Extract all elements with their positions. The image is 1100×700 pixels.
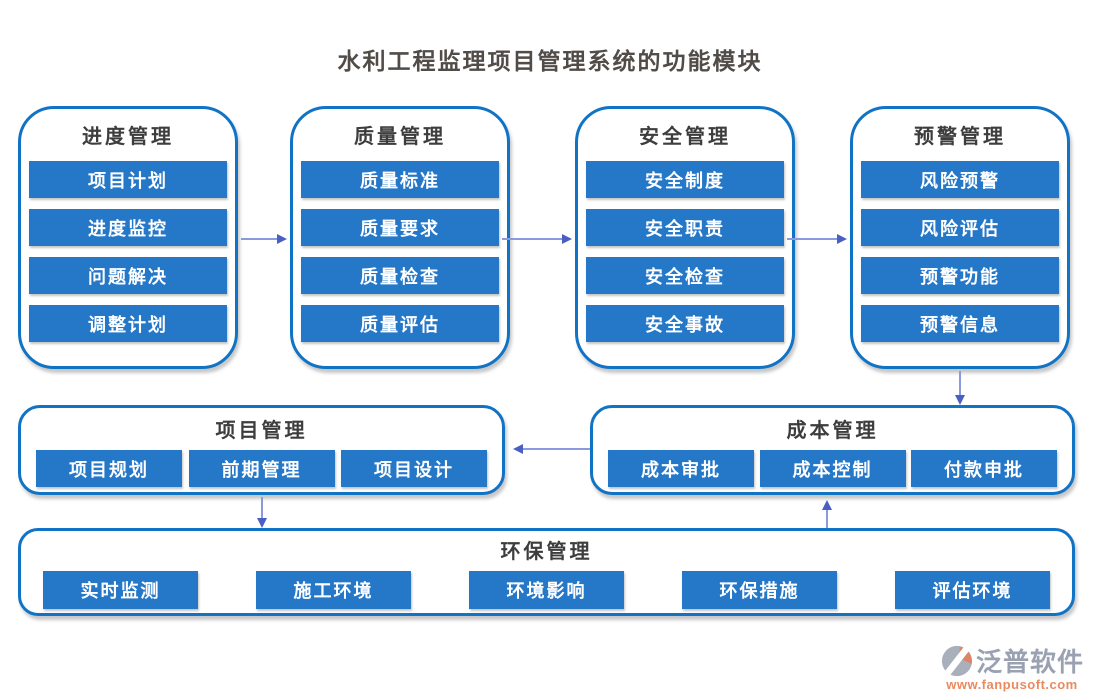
arrow-head: [837, 234, 853, 244]
module-warning: 预警管理 风险预警 风险评估 预警功能 预警信息: [850, 106, 1070, 369]
arrow-line: [787, 238, 838, 240]
item-problem-solving[interactable]: 问题解决: [29, 257, 227, 294]
arrow-line: [261, 497, 263, 520]
item-env-evaluation[interactable]: 评估环境: [895, 571, 1050, 609]
project-items-row: 项目规划 前期管理 项目设计: [21, 450, 502, 487]
arrow-head: [822, 494, 832, 510]
item-construction-env[interactable]: 施工环境: [256, 571, 411, 609]
item-safety-inspection[interactable]: 安全检查: [586, 257, 784, 294]
item-env-measures[interactable]: 环保措施: [682, 571, 837, 609]
arrow-head: [257, 518, 267, 534]
module-project-header: 项目管理: [215, 420, 308, 442]
arrow-head: [955, 395, 965, 411]
item-cost-control[interactable]: 成本控制: [759, 450, 906, 487]
module-warning-header: 预警管理: [914, 126, 1006, 148]
brand-name: 泛普软件: [975, 648, 1084, 677]
arrow-line: [826, 504, 828, 528]
module-environment-header: 环保管理: [500, 541, 593, 563]
arrow-head: [562, 234, 578, 244]
item-payment-approval[interactable]: 付款申批: [911, 450, 1057, 487]
item-safety-accident[interactable]: 安全事故: [586, 305, 784, 342]
item-safety-duty[interactable]: 安全职责: [586, 209, 784, 246]
item-early-stage-mgmt[interactable]: 前期管理: [188, 450, 335, 487]
item-project-design[interactable]: 项目设计: [341, 450, 487, 487]
item-realtime-monitor[interactable]: 实时监测: [43, 571, 198, 609]
item-progress-monitor[interactable]: 进度监控: [29, 209, 227, 246]
item-quality-evaluation[interactable]: 质量评估: [301, 305, 499, 342]
item-env-impact[interactable]: 环境影响: [469, 571, 624, 609]
fanpu-brand: 泛普软件 www.fanpusoft.com: [940, 642, 1084, 692]
module-progress-header: 进度管理: [82, 126, 174, 148]
module-safety-header: 安全管理: [639, 126, 731, 148]
environment-items-row: 实时监测 施工环境 环境影响 环保措施 评估环境: [21, 571, 1072, 609]
arrow-head: [507, 444, 523, 454]
item-risk-warning[interactable]: 风险预警: [861, 161, 1059, 198]
item-quality-inspection[interactable]: 质量检查: [301, 257, 499, 294]
fanpu-logo-icon: [941, 643, 973, 678]
module-progress: 进度管理 项目计划 进度监控 问题解决 调整计划: [18, 106, 238, 369]
item-quality-standard[interactable]: 质量标准: [301, 161, 499, 198]
module-cost-header: 成本管理: [786, 420, 879, 442]
module-environment: 环保管理 实时监测 施工环境 环境影响 环保措施 评估环境: [18, 528, 1075, 616]
arrow-line: [959, 371, 961, 397]
item-quality-requirement[interactable]: 质量要求: [301, 209, 499, 246]
module-quality-header: 质量管理: [354, 126, 446, 148]
cost-items-row: 成本审批 成本控制 付款申批: [593, 450, 1072, 487]
item-risk-evaluation[interactable]: 风险评估: [861, 209, 1059, 246]
module-quality: 质量管理 质量标准 质量要求 质量检查 质量评估: [290, 106, 510, 369]
module-cost: 成本管理 成本审批 成本控制 付款申批: [590, 405, 1075, 495]
arrow-line: [241, 238, 279, 240]
module-project: 项目管理 项目规划 前期管理 项目设计: [18, 405, 505, 495]
arrow-line: [517, 448, 590, 450]
arrow-head: [277, 234, 293, 244]
item-project-planning[interactable]: 项目规划: [36, 450, 182, 487]
module-safety: 安全管理 安全制度 安全职责 安全检查 安全事故: [575, 106, 795, 369]
arrow-line: [502, 238, 563, 240]
fanpu-brand-top: 泛普软件: [940, 642, 1084, 679]
item-safety-system[interactable]: 安全制度: [586, 161, 784, 198]
brand-url: www.fanpusoft.com: [946, 677, 1078, 692]
item-project-plan[interactable]: 项目计划: [29, 161, 227, 198]
item-warning-info[interactable]: 预警信息: [861, 305, 1059, 342]
item-cost-approval[interactable]: 成本审批: [608, 450, 754, 487]
item-warning-function[interactable]: 预警功能: [861, 257, 1059, 294]
page-title: 水利工程监理项目管理系统的功能模块: [337, 49, 763, 74]
item-plan-adjust[interactable]: 调整计划: [29, 305, 227, 342]
